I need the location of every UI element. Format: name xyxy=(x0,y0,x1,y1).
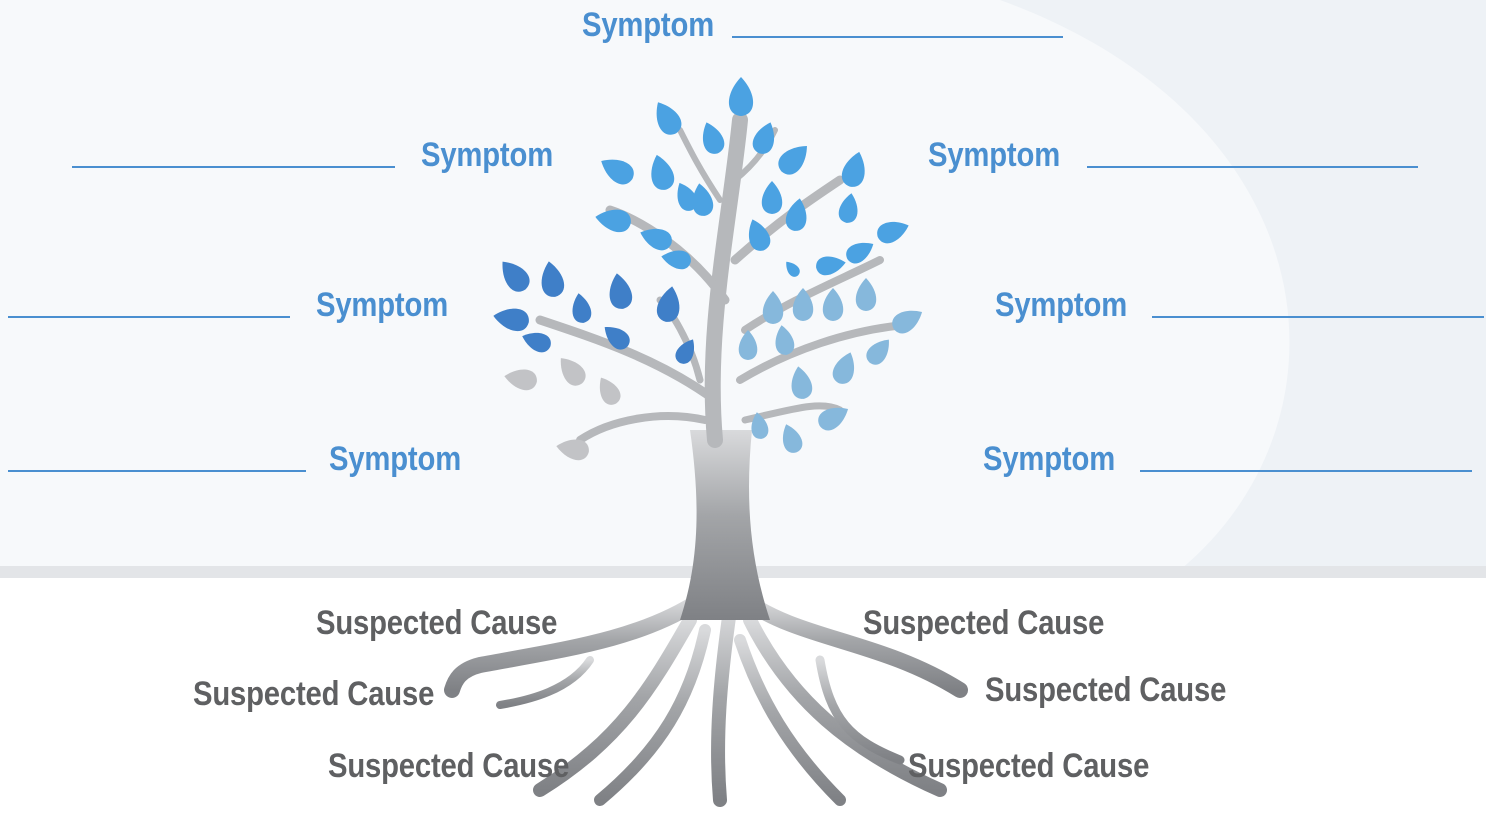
cause-label-left-2: Suspected Cause xyxy=(193,677,434,711)
symptom-label-right-3: Symptom xyxy=(983,442,1115,476)
symptom-label-right-1: Symptom xyxy=(928,138,1060,172)
symptom-label-left-1: Symptom xyxy=(421,138,553,172)
cause-label-left-3: Suspected Cause xyxy=(328,749,569,783)
symptom-label-right-2: Symptom xyxy=(995,288,1127,322)
cause-label-right-1: Suspected Cause xyxy=(863,606,1104,640)
cause-label-right-2: Suspected Cause xyxy=(985,673,1226,707)
symptom-label-left-2: Symptom xyxy=(316,288,448,322)
symptom-label-left-3: Symptom xyxy=(329,442,461,476)
cause-label-right-3: Suspected Cause xyxy=(908,749,1149,783)
cause-label-left-1: Suspected Cause xyxy=(316,606,557,640)
symptom-label-top: Symptom xyxy=(582,8,714,42)
